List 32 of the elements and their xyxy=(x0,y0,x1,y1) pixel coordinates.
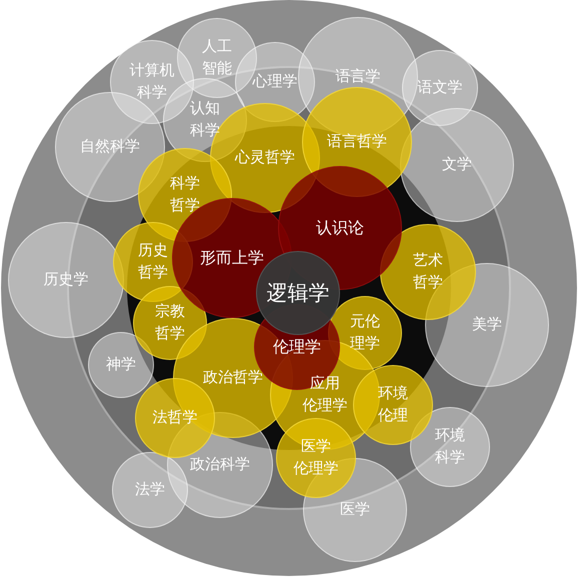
topic-label: 应用伦理学 xyxy=(302,373,348,416)
topic-label: 法学 xyxy=(135,479,165,500)
topic-circle xyxy=(400,108,514,222)
topic-label: 历史哲学 xyxy=(138,240,168,283)
topic-label: 语言学 xyxy=(336,66,380,88)
topic-label: 文学 xyxy=(442,154,472,176)
topic-label: 美学 xyxy=(472,314,502,336)
topic-label: 心灵哲学 xyxy=(235,147,295,168)
topic-label: 科学哲学 xyxy=(170,173,200,216)
topic-label: 神学 xyxy=(106,354,136,376)
topic-label: 宗教哲学 xyxy=(155,301,185,344)
topic-label: 心理学 xyxy=(252,71,298,92)
topic-label: 形而上学 xyxy=(200,247,264,270)
topic-circle xyxy=(112,452,188,528)
topic-label: 环境伦理 xyxy=(378,383,408,426)
topic-label: 逻辑学 xyxy=(266,280,330,307)
topic-label: 医学伦理学 xyxy=(294,436,338,479)
topic-label: 语文学 xyxy=(418,77,462,98)
topic-label: 艺术哲学 xyxy=(413,250,443,293)
topic-label: 历史学 xyxy=(44,269,88,290)
topic-label: 元伦理学 xyxy=(350,311,380,354)
topic-label: 语言哲学 xyxy=(327,131,387,152)
topic-label: 伦理学 xyxy=(273,336,321,358)
topic-label: 认识论 xyxy=(316,217,364,240)
topic-label: 人工智能 xyxy=(202,36,232,79)
topic-label: 自然科学 xyxy=(80,136,140,158)
topic-label: 计算机科学 xyxy=(130,60,174,103)
topic-label: 医学 xyxy=(340,499,370,520)
topic-label: 环境科学 xyxy=(435,425,465,468)
topic-label: 法哲学 xyxy=(152,407,198,428)
topic-label: 政治科学 xyxy=(190,454,250,476)
topic-label: 政治哲学 xyxy=(203,367,263,388)
